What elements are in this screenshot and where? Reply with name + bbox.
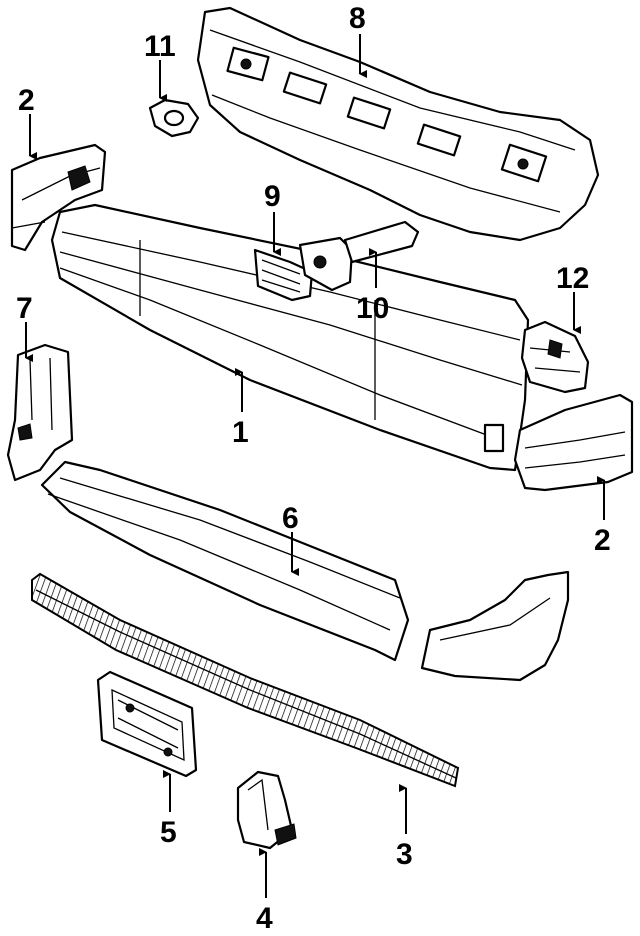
part-6-corner-piece bbox=[420, 570, 570, 682]
part-8-bumper-cover bbox=[196, 6, 600, 242]
part-4-guard-pad bbox=[236, 770, 297, 850]
callout-4: 4 bbox=[256, 902, 273, 935]
part-12-bracket bbox=[520, 320, 590, 394]
callout-6: 6 bbox=[282, 502, 299, 535]
part-6-spoiler bbox=[40, 460, 410, 662]
callout-7: 7 bbox=[16, 292, 33, 325]
leader-lines bbox=[25, 34, 605, 898]
part-2-left-end-cap bbox=[10, 143, 107, 252]
part-1-bumper-bar bbox=[50, 203, 530, 472]
part-10-energy-absorber bbox=[298, 220, 420, 292]
callout-5: 5 bbox=[160, 816, 177, 849]
part-5-license-bracket bbox=[96, 670, 198, 778]
callout-3: 3 bbox=[396, 838, 413, 871]
callout-2-right: 2 bbox=[594, 524, 611, 557]
part-9-bracket bbox=[253, 248, 314, 302]
callout-10: 10 bbox=[356, 292, 389, 325]
part-11-gasket bbox=[148, 98, 200, 138]
part-2-right-end-cap bbox=[513, 393, 634, 492]
callout-12: 12 bbox=[556, 262, 589, 295]
part-3-impact-strip bbox=[31, 572, 460, 788]
callout-8: 8 bbox=[349, 2, 366, 35]
callout-11: 11 bbox=[144, 30, 176, 63]
callout-1: 1 bbox=[232, 416, 249, 449]
callout-2-left: 2 bbox=[18, 84, 35, 117]
part-7-side-bracket bbox=[6, 343, 74, 482]
callout-9: 9 bbox=[264, 180, 281, 213]
callout-labels: 11 8 2 9 10 12 7 1 2 6 5 3 4 bbox=[16, 2, 611, 935]
